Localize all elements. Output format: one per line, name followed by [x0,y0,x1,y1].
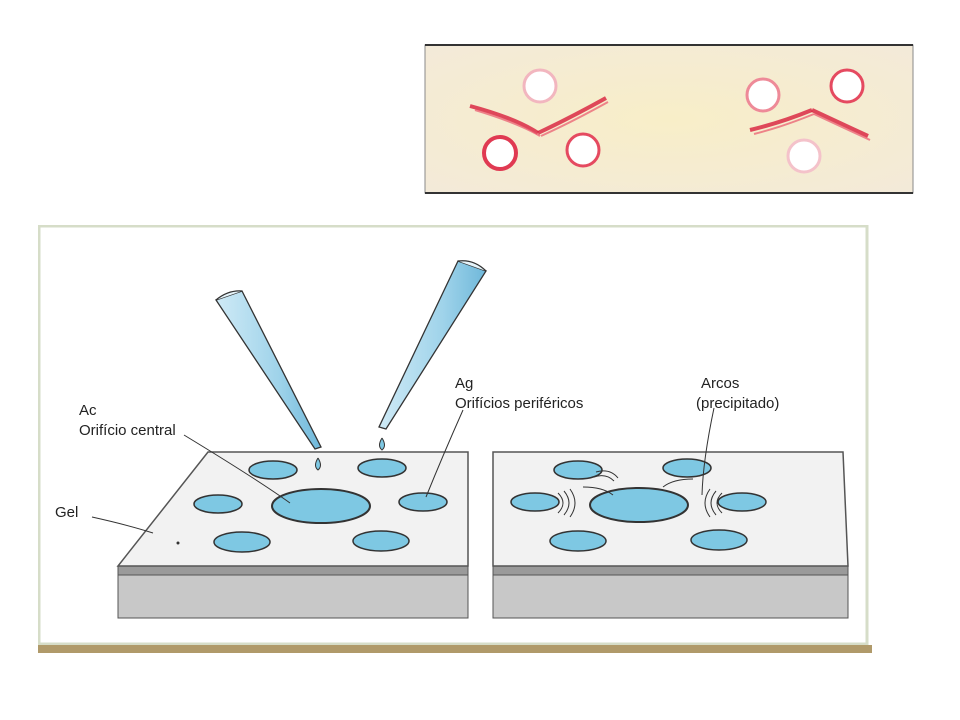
label-orificio-central: Orifício central [79,422,176,439]
precipitate-arcs-left [469,96,609,137]
label-precipitado: (precipitado) [696,395,779,412]
precipitate-arcs-right [749,108,871,141]
gel-plate-left [116,451,469,619]
label-ac: Ac [79,402,97,419]
label-arcos: Arcos [701,375,739,392]
immunodiffusion-diagram: Ac Orifício central Ag Orifícios perifér… [38,225,872,653]
gel-plate-right [492,451,849,619]
immunodiffusion-photo [420,38,918,200]
precipitate-arcs-diagram [557,470,723,518]
label-ag: Ag [455,375,473,392]
photo-wells [482,68,865,174]
bottom-bar [38,645,872,653]
label-orificios-perifericos: Orifícios periféricos [455,395,583,412]
pipette-left [214,290,322,471]
pipette-right [378,260,487,451]
label-gel: Gel [55,504,78,521]
leader-lines [91,407,715,534]
